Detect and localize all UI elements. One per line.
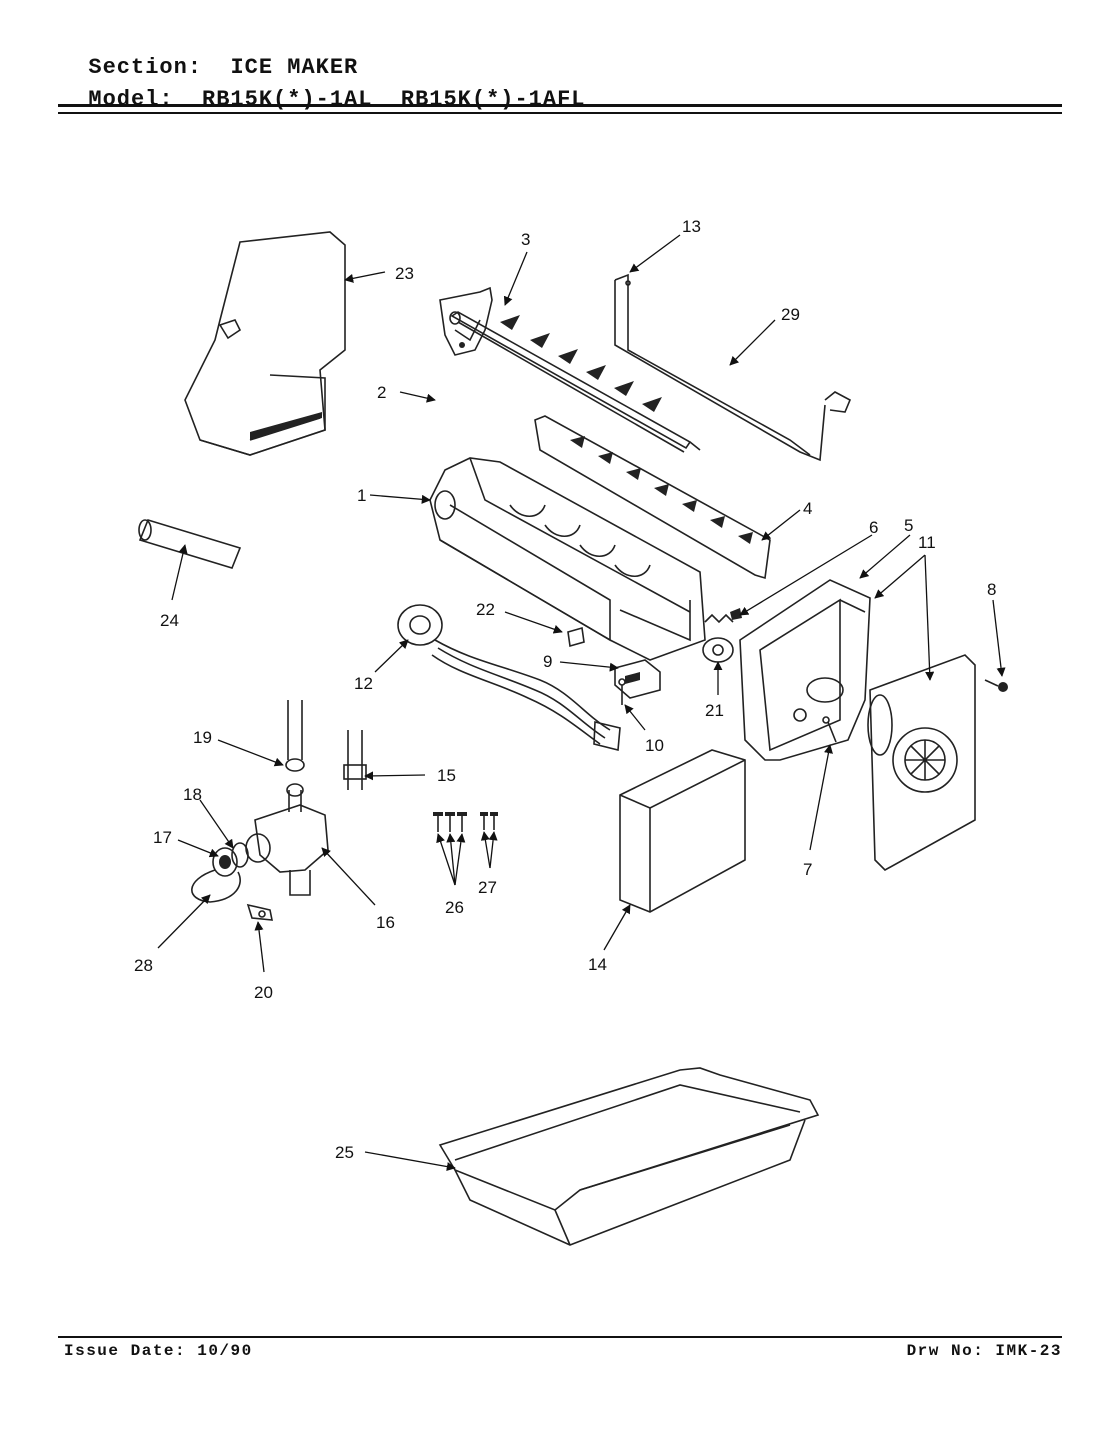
part-15-connector <box>343 730 367 790</box>
part-29-shutoff-arm <box>614 273 852 462</box>
callout-21: 21 <box>705 701 724 720</box>
callout-22: 22 <box>476 600 495 619</box>
part-21-thermostat <box>702 637 734 663</box>
section-value: ICE MAKER <box>230 55 359 80</box>
callout-11: 11 <box>918 533 936 552</box>
issue-date: Issue Date: 10/90 <box>64 1342 253 1360</box>
part-18-nut <box>231 842 249 868</box>
callout-18: 18 <box>183 785 202 804</box>
callout-28: 28 <box>134 956 153 975</box>
callout-19: 19 <box>193 728 212 747</box>
leader-lines <box>157 234 1006 1172</box>
callout-13: 13 <box>682 217 701 236</box>
part-23-shield <box>184 231 346 456</box>
header-rule-bottom <box>58 112 1062 114</box>
part-22-clip <box>567 626 585 648</box>
callout-17: 17 <box>153 828 172 847</box>
part-9-switch-bracket <box>614 659 661 699</box>
part-16-water-valve <box>245 783 329 896</box>
part-7-screw <box>822 716 837 743</box>
part-2-bracket <box>439 286 493 356</box>
part-5-housing <box>739 579 871 761</box>
callout-12: 12 <box>354 674 373 693</box>
callout-2: 2 <box>377 383 386 402</box>
section-label: Section: <box>88 55 203 80</box>
part-27-screws <box>480 812 498 830</box>
part-26-screws <box>433 812 467 832</box>
model-value: RB15K(*)-1AL RB15K(*)-1AFL <box>202 87 586 112</box>
callout-6: 6 <box>869 518 878 537</box>
callout-10: 10 <box>645 736 664 755</box>
callout-16: 16 <box>376 913 395 932</box>
part-4-stripper <box>534 415 771 580</box>
callout-3: 3 <box>521 230 530 249</box>
callout-4: 4 <box>803 499 812 518</box>
callout-27: 27 <box>478 878 497 897</box>
part-24-tube <box>138 519 242 569</box>
part-8-screw <box>984 679 1008 692</box>
part-1-mold <box>429 457 706 661</box>
part-28-loop <box>191 869 241 903</box>
callout-labels: 1 2 3 4 5 6 7 8 9 10 11 12 13 14 15 16 1… <box>134 217 996 1162</box>
part-14-cover <box>619 749 746 913</box>
callout-25: 25 <box>335 1143 354 1162</box>
part-25-ice-bin <box>438 1067 820 1246</box>
callout-24: 24 <box>160 611 179 630</box>
footer-rule <box>58 1336 1062 1338</box>
callout-20: 20 <box>254 983 273 1002</box>
section-line: Section: ICE MAKER <box>60 30 358 80</box>
part-10-screw <box>618 678 626 705</box>
part-12-wire-harness <box>397 604 621 752</box>
callout-23: 23 <box>395 264 414 283</box>
callout-15: 15 <box>437 766 456 785</box>
part-20-clamp <box>246 903 273 921</box>
callout-9: 9 <box>543 652 552 671</box>
drawing-number: Drw No: IMK-23 <box>906 1342 1062 1360</box>
callout-26: 26 <box>445 898 464 917</box>
model-label: Model: <box>88 87 174 112</box>
part-19-tube-end <box>285 700 305 772</box>
callout-1: 1 <box>357 486 366 505</box>
callout-29: 29 <box>781 305 800 324</box>
part-11-motor-plate <box>867 654 976 871</box>
callout-7: 7 <box>803 860 812 879</box>
callout-8: 8 <box>987 580 996 599</box>
model-line: Model: RB15K(*)-1AL RB15K(*)-1AFL <box>60 62 586 112</box>
callout-14: 14 <box>588 955 607 974</box>
callout-5: 5 <box>904 516 913 535</box>
header-rule-top <box>58 104 1062 107</box>
part-6-spring <box>704 608 742 624</box>
part-3-ejector <box>449 311 701 453</box>
